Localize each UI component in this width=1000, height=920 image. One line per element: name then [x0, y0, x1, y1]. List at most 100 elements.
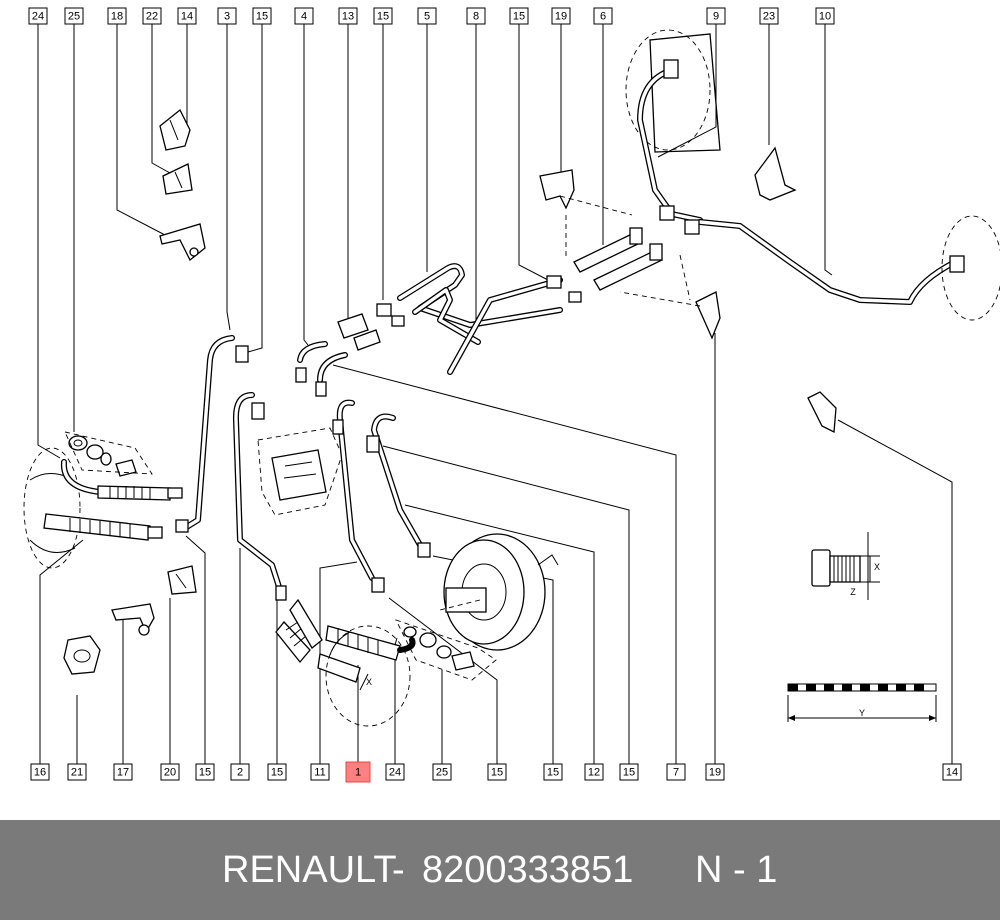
callout-label: 15 [271, 767, 283, 779]
scale-bar: Y [787, 683, 937, 722]
rear-brake-drum [439, 533, 559, 651]
front-left-flexible-hose [43, 459, 183, 541]
callout-box [160, 763, 180, 781]
quantity-label: N - 1 [695, 849, 778, 891]
callout-label: 10 [819, 11, 831, 23]
callout-label: 23 [763, 11, 775, 23]
callout-7: 7 [666, 763, 686, 781]
part-info-footer: RENAULT - 8200333851 N - 1 [0, 820, 1000, 920]
left-brake-disc [23, 447, 81, 569]
dim-y-scale: Y [859, 708, 865, 718]
callout-23: 23 [759, 7, 779, 25]
callout-label: 25 [68, 11, 80, 23]
callout-box [142, 7, 162, 25]
callout-label: 14 [181, 11, 193, 23]
callout-15: 15 [619, 763, 639, 781]
callout-box [942, 763, 962, 781]
callout-box [64, 7, 84, 25]
right-front-flexible-hose [275, 598, 416, 683]
callout-box [230, 763, 250, 781]
callout-box [267, 763, 287, 781]
callout-label: 5 [424, 11, 430, 23]
callout-15: 15 [543, 763, 563, 781]
callout-11: 11 [310, 763, 330, 781]
callout-label: 12 [588, 767, 600, 779]
callout-label: 16 [34, 767, 46, 779]
callout-box [705, 763, 725, 781]
callout-label: 25 [436, 767, 448, 779]
callout-label: 15 [491, 767, 503, 779]
part-number: 8200333851 [422, 849, 634, 891]
callout-label: 15 [547, 767, 559, 779]
callout-box [706, 7, 726, 25]
callout-label: 9 [713, 11, 719, 23]
callout-box [252, 7, 272, 25]
callout-16: 16 [30, 763, 50, 781]
callout-label: 20 [164, 767, 176, 779]
callout-15: 15 [373, 7, 393, 25]
right-clip-14 [807, 391, 837, 434]
brand-name: RENAULT [222, 849, 397, 891]
callout-24: 24 [385, 763, 405, 781]
callout-14: 14 [942, 763, 962, 781]
callout-2: 2 [230, 763, 250, 781]
callout-10: 10 [815, 7, 835, 25]
callout-box [107, 7, 127, 25]
callout-25: 25 [432, 763, 452, 781]
callout-box [310, 763, 330, 781]
callout-17: 17 [113, 763, 133, 781]
callout-6: 6 [593, 7, 613, 25]
callout-box [177, 7, 197, 25]
callout-label: 14 [946, 767, 958, 779]
brake-pipe-exploded-diagram: X [23, 7, 1000, 783]
callout-19: 19 [551, 7, 571, 25]
callout-14: 14 [177, 7, 197, 25]
callout-15: 15 [487, 763, 507, 781]
callout-label: 19 [709, 767, 721, 779]
callout-21: 21 [67, 763, 87, 781]
callout-9: 9 [706, 7, 726, 25]
brand-separator: - [392, 849, 405, 891]
callout-box [619, 763, 639, 781]
rear-axle-pipe [684, 146, 1000, 321]
callout-label: 24 [389, 767, 401, 779]
dim-x-thread: X [874, 562, 880, 572]
callout-box [373, 7, 393, 25]
callout-15: 15 [252, 7, 272, 25]
callout-15: 15 [509, 7, 529, 25]
callout-label: 15 [199, 767, 211, 779]
callout-12: 12 [584, 763, 604, 781]
callout-box [67, 763, 87, 781]
callout-label: 4 [301, 11, 307, 23]
callout-box [385, 763, 405, 781]
left-clips [63, 108, 206, 675]
callout-box [509, 7, 529, 25]
callout-19: 19 [705, 763, 725, 781]
right-front-disc: X [325, 625, 411, 727]
callout-22: 22 [142, 7, 162, 25]
pipe-unions [175, 275, 582, 601]
callout-label: 21 [71, 767, 83, 779]
callout-24: 24 [28, 7, 48, 25]
callout-box [217, 7, 237, 25]
callout-label: 2 [237, 767, 243, 779]
callout-box [345, 761, 371, 783]
callout-box [815, 7, 835, 25]
thread-dimension-detail: X Z [811, 532, 880, 600]
rear-brake-hoses [539, 169, 721, 340]
left-banjo-washers [64, 431, 153, 477]
callout-label: 15 [623, 767, 635, 779]
callout-5: 5 [417, 7, 437, 25]
callout-13: 13 [338, 7, 358, 25]
brake-compensator-block [257, 427, 343, 516]
callout-box [593, 7, 613, 25]
callout-box [666, 763, 686, 781]
callout-20: 20 [160, 763, 180, 781]
callout-label: 6 [600, 11, 606, 23]
callout-label: 18 [111, 11, 123, 23]
rigid-pipes-center [182, 263, 563, 593]
callout-box [113, 763, 133, 781]
callout-box [30, 763, 50, 781]
callout-box [294, 7, 314, 25]
